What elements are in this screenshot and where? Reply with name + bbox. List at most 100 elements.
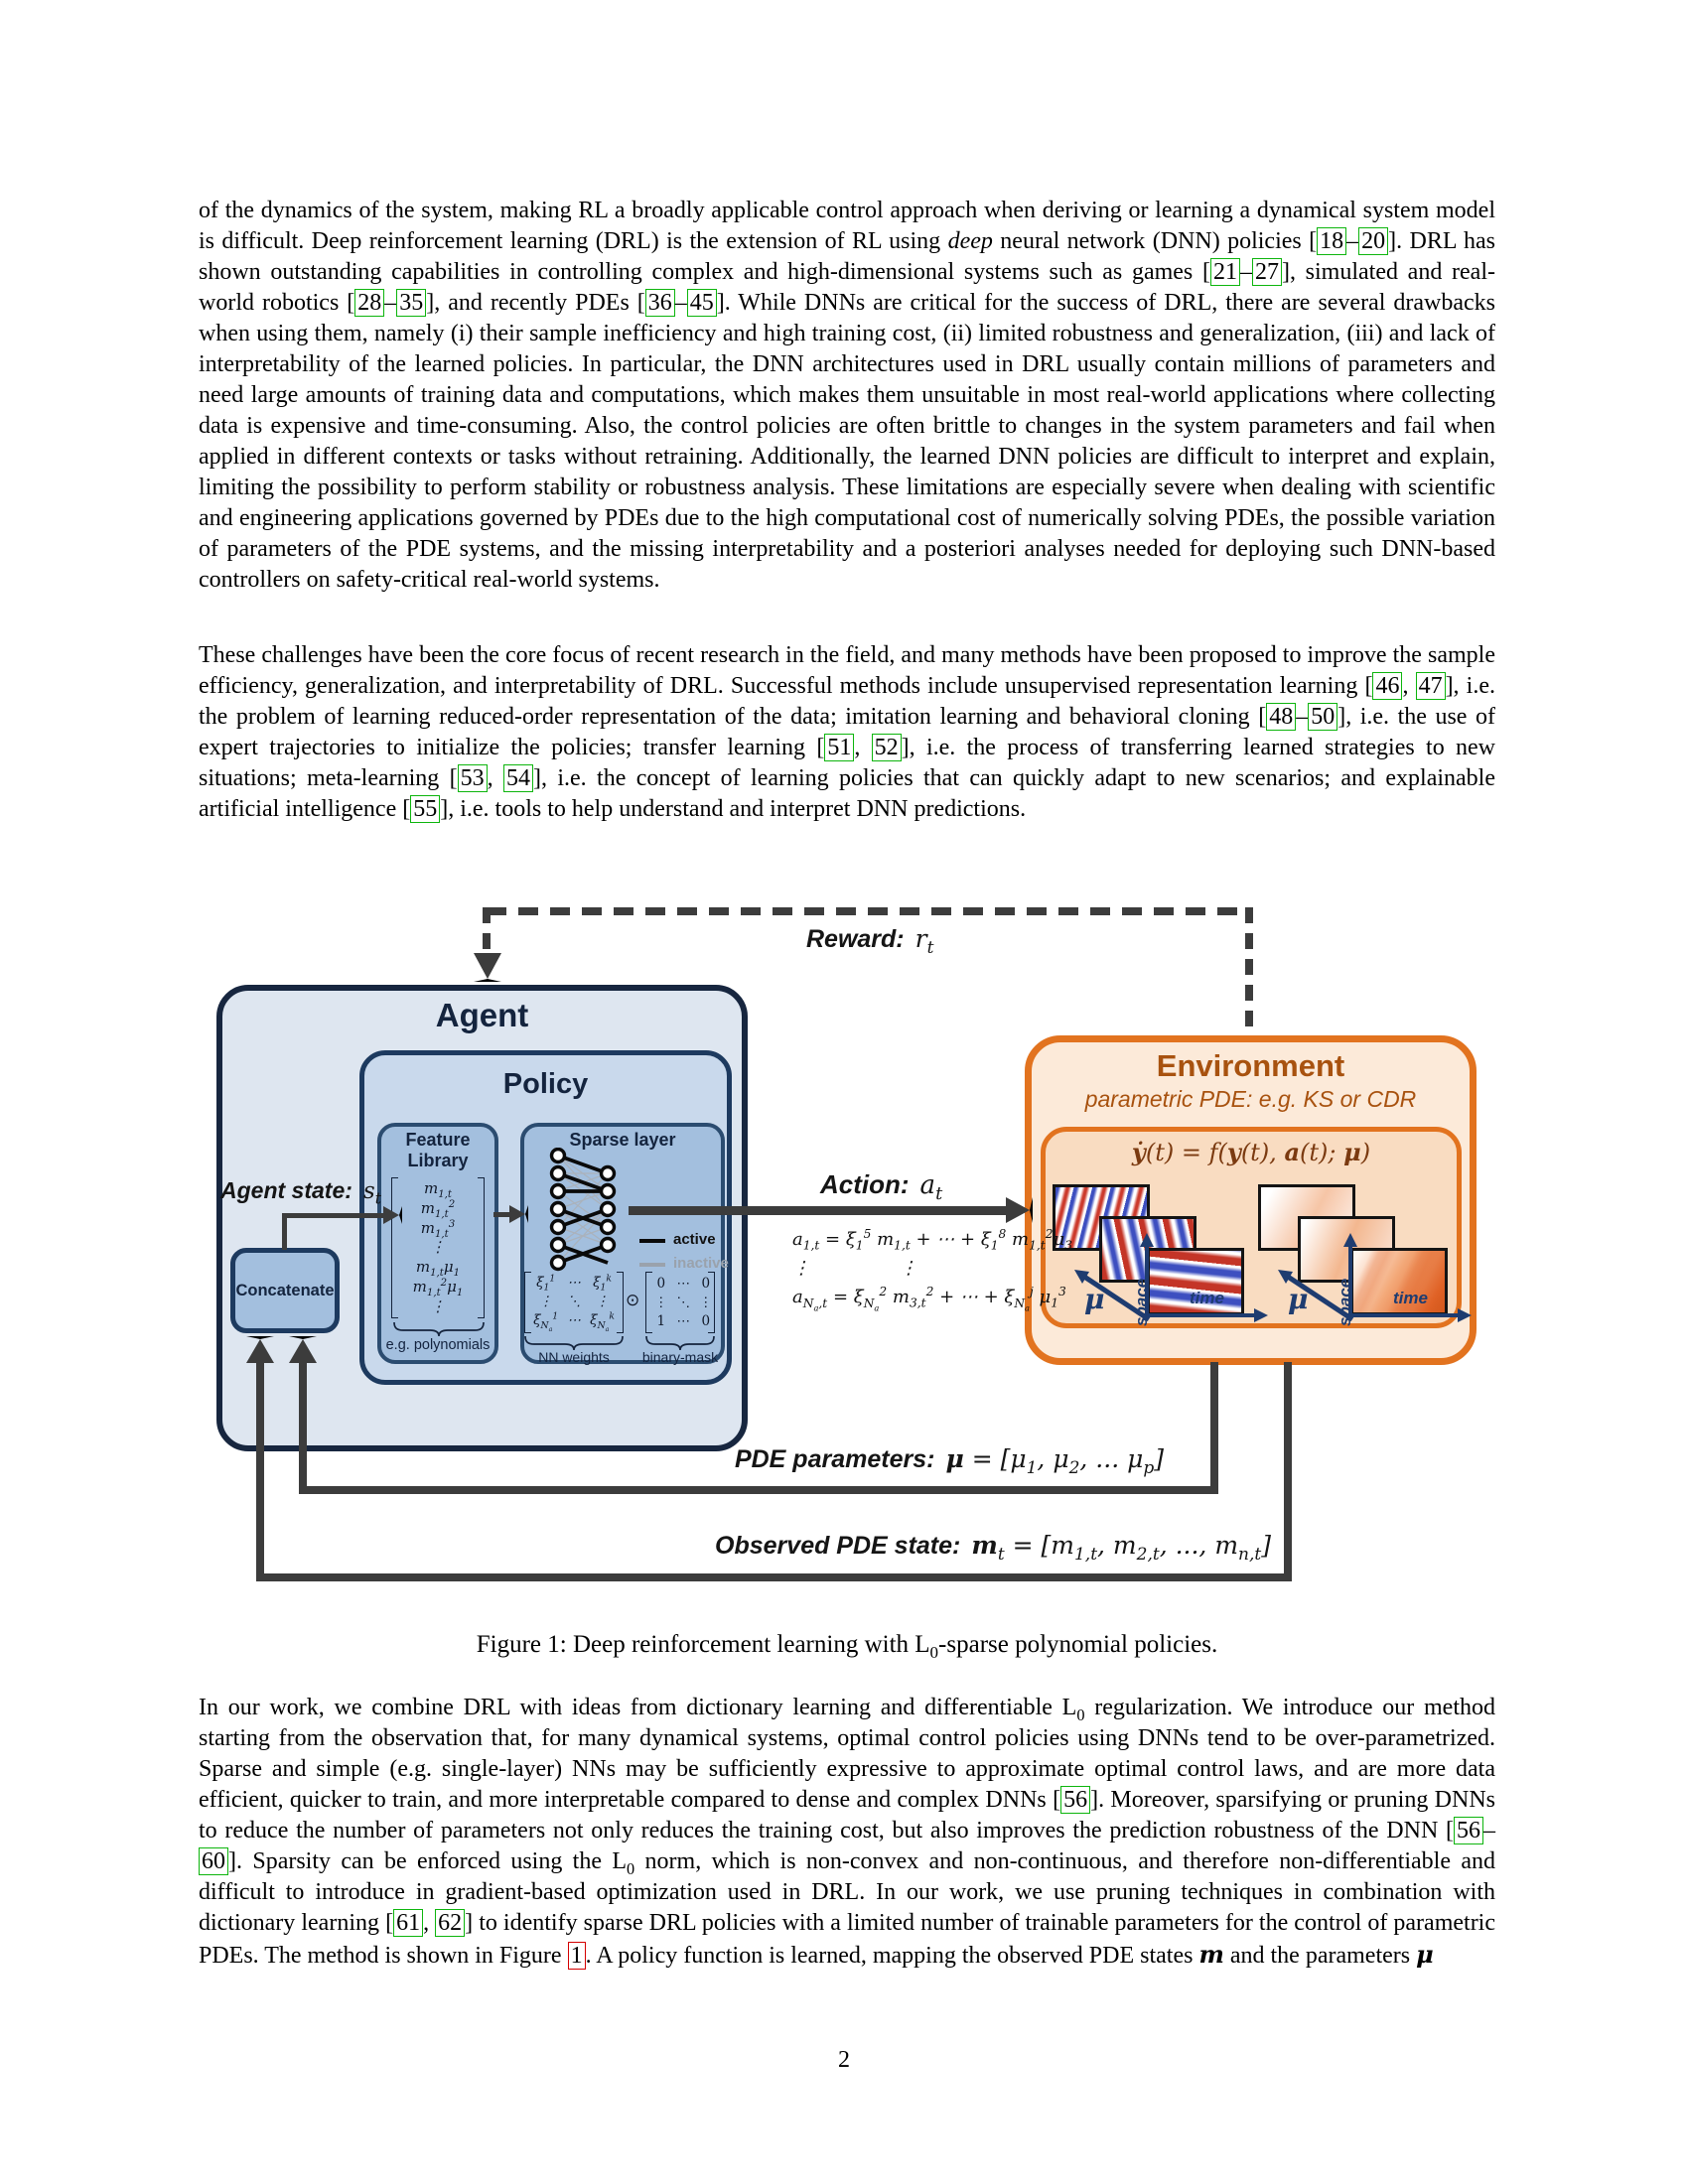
reward-math: rt: [914, 924, 934, 958]
observed-state-label: Observed PDE state: mt = [m1,t, m2,t, ..…: [715, 1531, 1271, 1565]
citation-link[interactable]: 20: [1358, 227, 1389, 255]
citation-link[interactable]: 56: [1060, 1786, 1091, 1814]
citation-link[interactable]: 47: [1415, 672, 1446, 700]
citation-link[interactable]: 21: [1209, 258, 1240, 286]
observed-state-label-text: Observed PDE state:: [715, 1532, 961, 1560]
action-math: at: [919, 1170, 943, 1205]
observed-state-arrowhead: [246, 1336, 274, 1363]
observed-state-line-across: [256, 1573, 1292, 1581]
list-item: ⋮: [430, 1297, 446, 1315]
environment-subtitle: parametric PDE: e.g. KS or CDR: [1084, 1086, 1417, 1112]
cdr-time-axis-label: time: [1393, 1289, 1428, 1307]
observed-state-line-up: [256, 1346, 264, 1581]
concatenate-label: Concatenate: [235, 1281, 335, 1299]
list-item: ⋱: [567, 1294, 581, 1310]
list-item: ⋮: [595, 1294, 610, 1310]
pde-parameters-math: μ = [μ1, μ2, ... μp]: [945, 1444, 1164, 1478]
ks-space-axis-label: space: [1132, 1278, 1151, 1326]
citation-link[interactable]: 35: [396, 289, 427, 317]
ks-time-axis-label: time: [1190, 1289, 1224, 1307]
citation-link[interactable]: 48: [1266, 703, 1297, 731]
citation-link[interactable]: 52: [871, 734, 902, 761]
ks-axes-icon: [1074, 1233, 1268, 1322]
list-item: m1,tμ1: [415, 1258, 461, 1280]
feature-note: e.g. polynomials: [385, 1337, 491, 1353]
citation-link[interactable]: 55: [410, 795, 441, 823]
nn-weights-label: NN weights: [538, 1349, 610, 1365]
action-equations: a1,t = ξ15 m1,t + ⋯ + ξ18 m1,t2μ3 ⋮ ⋮ aNa,…: [792, 1225, 1072, 1311]
list-item: ⋯: [676, 1312, 691, 1329]
list-item: ⋮: [654, 1294, 668, 1310]
state-elbow-horizontal: [282, 1213, 383, 1218]
list-item: ⋱: [676, 1294, 691, 1310]
feature-underbrace: [393, 1321, 485, 1342]
list-item: 0: [656, 1275, 666, 1292]
cdr-mu-axis-label: μ: [1288, 1283, 1309, 1315]
mask-underbrace: [645, 1335, 715, 1356]
citation-link[interactable]: 56: [1454, 1817, 1483, 1844]
reward-label-text: Reward:: [806, 925, 905, 953]
observed-state-line-down: [1284, 1362, 1292, 1581]
state-arrowhead: [383, 1206, 402, 1224]
list-item: m1,t2μ1: [412, 1278, 464, 1299]
feature-library-title: Feature Library: [405, 1130, 471, 1170]
list-item: ξNak: [590, 1310, 615, 1333]
reward-arrowhead: [474, 953, 501, 982]
citation-link[interactable]: 60: [199, 1847, 228, 1875]
citation-link[interactable]: 54: [503, 764, 533, 792]
agent-title: Agent: [435, 997, 529, 1033]
environment-title: Environment: [1156, 1048, 1345, 1083]
feature-library-box: [377, 1123, 498, 1364]
nn-weights-matrix: ξ11⋯ξ1k⋮⋱⋮ξNa1⋯ξNak: [524, 1272, 624, 1333]
pde-parameters-label-text: PDE parameters:: [734, 1445, 935, 1473]
sparse-network-icon: [549, 1148, 617, 1272]
citation-link[interactable]: 27: [1251, 258, 1282, 286]
citation-link[interactable]: 53: [457, 764, 488, 792]
agent-state-label: Agent state: st: [220, 1177, 381, 1208]
pde-params-line-down: [1210, 1362, 1218, 1489]
action-label-text: Action:: [820, 1169, 910, 1199]
observed-state-math: mt = [m1,t, m2,t, ..., mn,t]: [971, 1531, 1271, 1565]
list-item: ⋮: [430, 1238, 446, 1257]
list-item: ⋯: [567, 1275, 581, 1292]
list-item: m1,t3: [420, 1218, 456, 1240]
list-item: ⋮ ⋮: [792, 1258, 917, 1279]
list-item: aNa,t = ξNa2 m3,t2 + ⋯ + ξNaj μ13: [792, 1285, 1066, 1313]
list-item: ⋮: [538, 1294, 553, 1310]
page-number: 2: [838, 2047, 850, 2073]
citation-link[interactable]: 18: [1317, 227, 1347, 255]
pde-parameters-label: PDE parameters: μ = [μ1, μ2, ... μp]: [734, 1444, 1164, 1478]
action-label: Action: at: [820, 1169, 943, 1205]
citation-link[interactable]: 36: [644, 289, 675, 317]
citation-link[interactable]: 50: [1308, 703, 1338, 731]
list-item: m1,t2: [420, 1198, 456, 1220]
citation-link[interactable]: 28: [354, 289, 385, 317]
feature-to-sparse-arrowhead: [509, 1205, 528, 1223]
list-item: 1: [656, 1312, 666, 1329]
figure-caption: Figure 1: Deep reinforcement learning wi…: [476, 1631, 1218, 1662]
list-item: a1,t = ξ15 m1,t + ⋯ + ξ18 m1,t2μ3: [792, 1227, 1073, 1253]
pde-equation: ẏ(t) = f(y(t), a(t); μ): [1131, 1138, 1371, 1166]
list-item: ξNa1: [533, 1310, 559, 1333]
policy-title: Policy: [502, 1068, 589, 1100]
paragraph-3: In our work, we combine DRL with ideas f…: [199, 1695, 1496, 1970]
ks-mu-axis-label: μ: [1084, 1283, 1105, 1315]
list-item: 0: [701, 1312, 711, 1329]
paragraph-1: of the dynamics of the system, making RL…: [199, 198, 1496, 593]
list-item: ξ1k: [593, 1273, 612, 1295]
reward-dashed-line-right: [1245, 907, 1253, 1036]
citation-link[interactable]: 61: [393, 1909, 424, 1937]
list-item: 0: [701, 1275, 711, 1292]
citation-link[interactable]: 51: [824, 734, 855, 761]
pde-params-line-across: [299, 1486, 1218, 1494]
citation-link[interactable]: 62: [435, 1909, 466, 1937]
action-arrowhead: [1006, 1197, 1033, 1223]
figure-ref-link[interactable]: 1: [567, 1942, 586, 1970]
citation-link[interactable]: 46: [1372, 672, 1403, 700]
citation-link[interactable]: 45: [686, 289, 717, 317]
cdr-space-axis-label: space: [1336, 1278, 1354, 1326]
reward-dashed-line: [487, 907, 1249, 915]
agent-state-math: st: [362, 1178, 381, 1208]
cdr-axes-icon: [1278, 1233, 1472, 1322]
